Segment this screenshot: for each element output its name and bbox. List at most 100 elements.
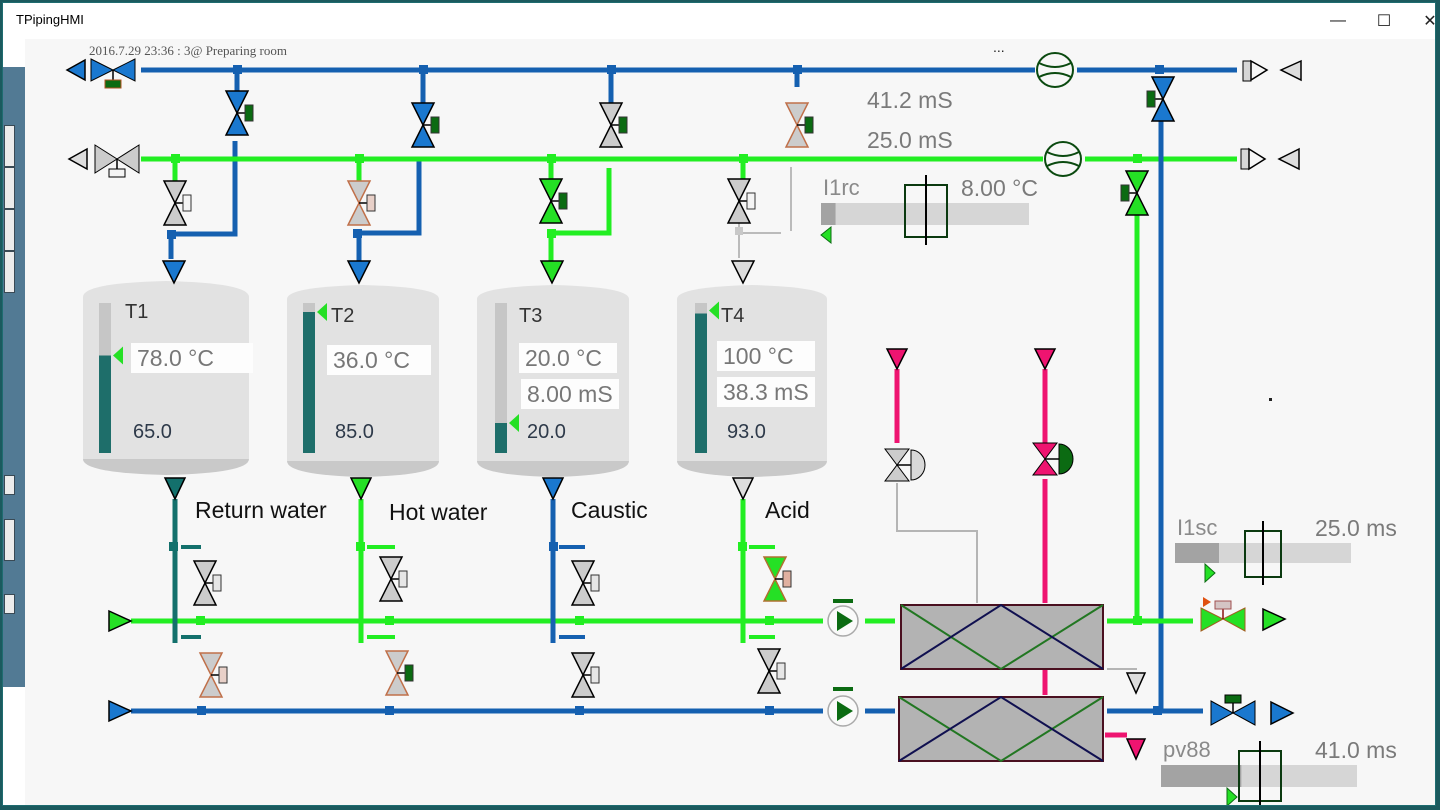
check-valve-blue-out[interactable] [1242,59,1302,82]
more-menu-button[interactable]: ... [993,39,1005,55]
gate-valve[interactable] [1120,170,1150,216]
gate-valve[interactable] [538,178,568,224]
tank-t3-name: T3 [519,305,543,327]
controller-i1rc-value: 8.00 °C [961,175,1038,201]
piping-diagram [65,52,1357,805]
gate-valve[interactable] [410,102,440,148]
valve-actuator-icon [558,192,568,210]
pump-green-line[interactable] [827,599,859,637]
side-tab[interactable] [4,519,15,561]
heat-exchanger-upper[interactable] [900,603,1104,671]
valve-actuator-icon [366,194,376,212]
side-tab[interactable] [4,594,15,614]
readout-conductivity-1: 41.2 mS [867,87,953,113]
setpoint-marker-icon [820,225,832,245]
side-panel [3,67,26,687]
flow-direction-right-icon [1262,607,1287,632]
setpoint-marker-icon [1226,786,1238,805]
valve-actuator-icon [782,570,792,588]
gate-valve[interactable] [570,560,600,606]
side-tab[interactable] [4,251,15,293]
tank-outlet-markers [163,477,755,501]
valve-actuator-icon [776,662,786,680]
gate-valve[interactable] [192,560,222,606]
valve-blue-header-inlet[interactable] [65,58,136,89]
pipe-blue-drops [234,70,800,103]
gate-valve[interactable] [346,180,376,226]
tank-t4-level: 93.0 [727,421,766,443]
inlet-t4-icon [730,260,756,285]
valve-actuator-icon [746,192,756,210]
readout-conductivity-2: 25.0 mS [867,127,953,153]
gate-valve[interactable] [570,652,600,698]
flow-meter-blue[interactable] [1036,52,1074,88]
controller-i1rc[interactable] [820,175,1029,245]
flow-meter-green[interactable] [1044,141,1082,177]
gate-valve[interactable] [384,650,414,696]
valve-green-header-inlet[interactable] [67,144,140,178]
controller-i1sc-value: 25.0 ms [1315,515,1397,541]
gate-valve[interactable] [378,556,408,602]
gate-valve[interactable] [598,102,628,148]
drain-outlet-icon [1125,672,1147,695]
outlet-t3-icon [541,477,565,501]
controller-pv88[interactable] [1161,741,1357,805]
side-tab[interactable] [4,209,15,251]
tank-setpoint-marker-icon [113,346,123,365]
flow-direction-right-icon [1270,700,1295,726]
pipe-magenta [894,369,1127,738]
flow-direction-left-icon [65,58,86,82]
tank-level-fill [303,312,315,453]
valve-actuator-icon [590,574,600,592]
gate-valve[interactable] [762,556,792,602]
tank-setpoint-marker-icon [709,301,719,320]
steam-inlet-icon [1033,348,1057,371]
minimize-button[interactable]: — [1330,12,1346,29]
tank-level-fill [495,423,507,453]
line-label-hot-water: Hot water [389,499,488,525]
tank-t3[interactable] [477,285,629,477]
heat-exchanger-lower[interactable] [898,695,1104,763]
gate-valve[interactable] [162,180,192,226]
gate-valve[interactable] [726,178,756,224]
valve-actuator-icon [590,666,600,684]
gate-valve[interactable] [756,648,786,694]
side-tab[interactable] [4,167,15,209]
valve-blue-outlet[interactable] [1210,694,1295,726]
gate-valve[interactable] [198,652,228,698]
valve-green-outlet[interactable] [1200,597,1287,632]
valve-actuator-icon [404,664,414,682]
controller-fill [821,203,836,225]
check-valve-green-out[interactable] [1240,147,1300,171]
tank-level-track [495,303,507,453]
valve-actuator-icon [618,116,628,134]
tank-t3-temperature: 20.0 °C [519,343,617,373]
tank-setpoint-marker-icon [509,414,519,432]
control-valve-gray[interactable] [884,448,926,482]
maximize-button[interactable]: ☐ [1376,13,1392,30]
close-button[interactable]: ✕ [1423,13,1437,30]
pipe-green-drops [172,159,746,185]
flow-direction-left-icon [67,147,88,171]
side-tab[interactable] [4,125,15,167]
gate-valve[interactable] [784,102,814,148]
tank-t1-name: T1 [125,301,149,323]
controller-i1sc[interactable] [1175,521,1351,585]
control-valve-magenta[interactable] [1032,442,1074,476]
tank-setpoint-marker-icon [317,303,327,321]
gate-valve[interactable] [1146,76,1176,122]
gate-valve[interactable] [224,90,254,136]
signal-lines [896,483,1137,670]
window-title: TPipingHMI [16,12,84,27]
setpoint-marker-icon [1204,562,1216,584]
controller-fill [1175,543,1219,563]
controller-i1sc-tag: I1sc [1177,515,1218,540]
pipe-green-t3 [548,168,612,261]
pump-blue-line[interactable] [827,687,859,727]
line-label-return-water: Return water [195,497,327,523]
tank-t4[interactable] [677,285,827,477]
piping-canvas: 2016.7.29 23:36 : 3@ Preparing room ... [25,39,1435,805]
flow-direction-right-icon [108,609,133,633]
side-tab[interactable] [4,475,15,495]
line-label-acid: Acid [765,497,810,523]
